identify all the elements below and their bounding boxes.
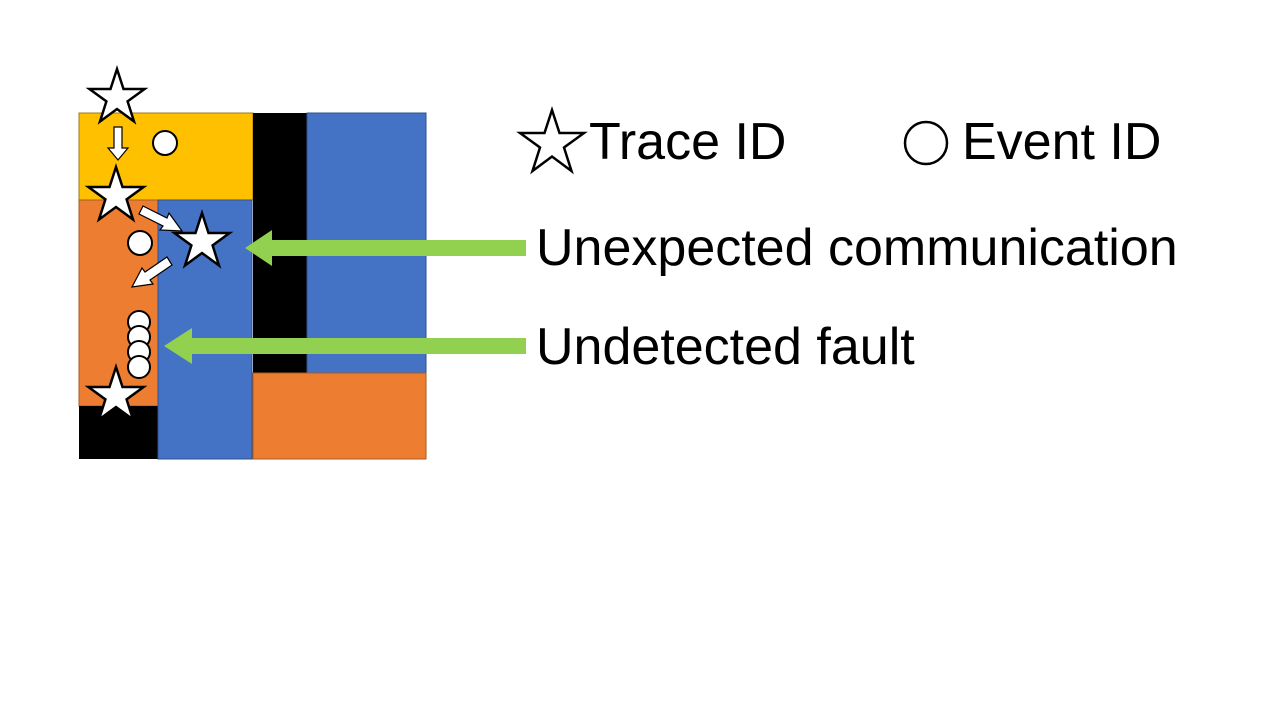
arrow-down-icon <box>106 126 130 161</box>
block-black-bottom-left <box>79 406 158 459</box>
unexpected-communication-label: Unexpected communication <box>536 219 1178 277</box>
green-arrow-undetected <box>164 328 526 364</box>
circle-icon <box>127 355 151 379</box>
block-yellow <box>78 112 254 201</box>
undetected-fault-label: Undetected fault <box>536 318 915 376</box>
legend-event-label: Event ID <box>962 113 1162 171</box>
circle-icon <box>152 130 178 156</box>
legend-circle-icon <box>903 120 949 166</box>
arrow-diagonal-icon <box>138 205 184 232</box>
circle-icon <box>127 230 153 256</box>
legend-trace-label: Trace ID <box>589 113 787 171</box>
arrow-diagonal-icon <box>130 256 173 288</box>
legend-star-icon <box>516 105 588 175</box>
block-orange-right <box>252 372 427 460</box>
green-arrow-unexpected <box>245 230 526 266</box>
